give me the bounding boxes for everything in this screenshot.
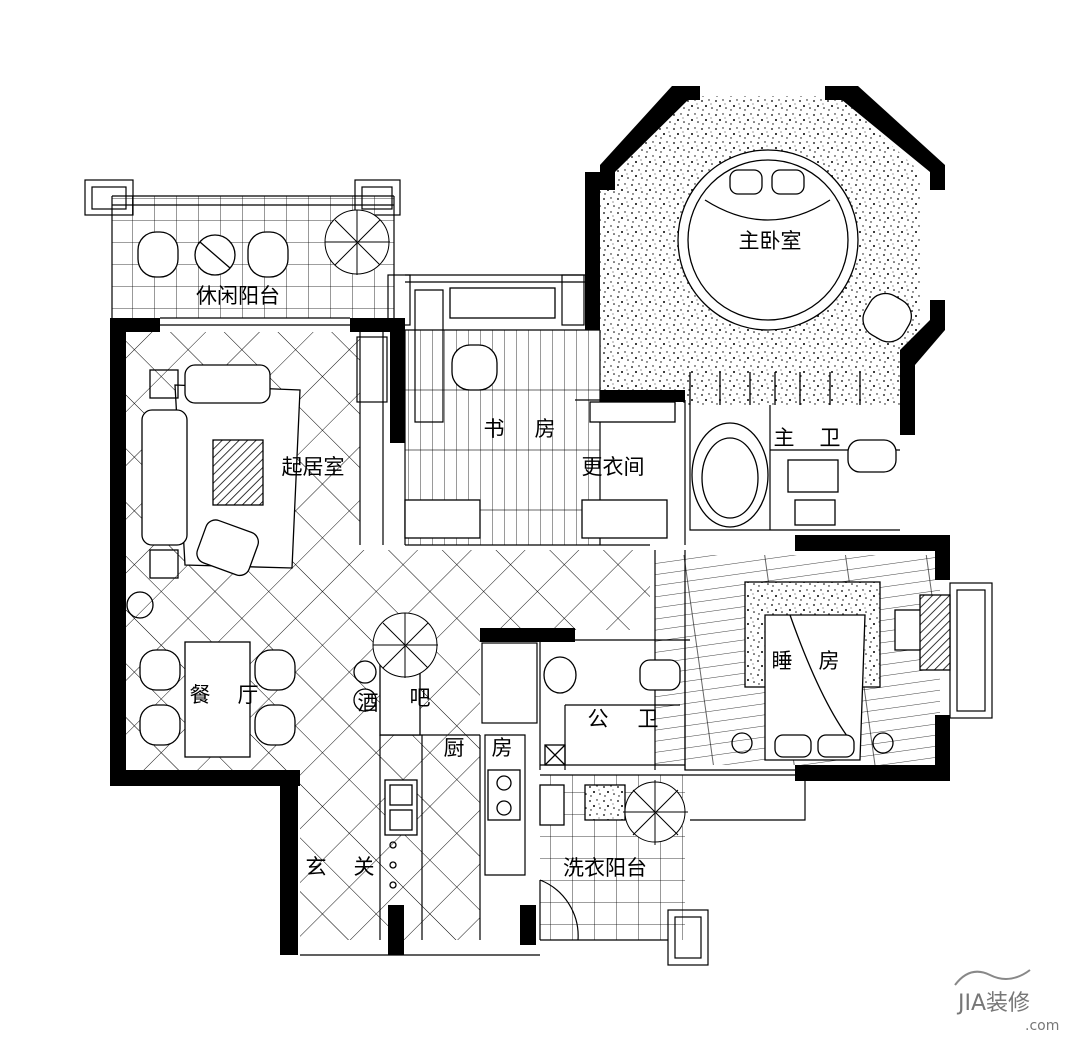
watermark-domain: .com [1025, 1018, 1059, 1034]
label-kitchen-2: 房 [492, 736, 513, 760]
label-walkin-closet: 更衣间 [582, 455, 645, 479]
label-leisure-balcony: 休闲阳台 [196, 284, 280, 308]
study-furniture [404, 287, 676, 539]
furniture [126, 149, 951, 889]
watermark-logo: JIA装修 .com [954, 969, 1059, 1034]
label-master-bedroom: 主卧室 [739, 229, 802, 253]
label-dining-2: 厅 [238, 683, 259, 707]
master-bed [677, 149, 912, 405]
label-living-room: 起居室 [282, 455, 345, 479]
room-labels: 主卧室 休闲阳台 书 房 起居室 更衣间 主 卫 睡 房 餐 厅 酒 吧 公 卫… [190, 229, 841, 880]
label-foyer-2: 关 [354, 855, 375, 879]
label-foyer-1: 玄 [306, 855, 327, 879]
label-bedroom-2: 房 [819, 649, 840, 673]
label-bedroom-1: 睡 [772, 649, 793, 673]
label-public-bath-1: 公 [588, 707, 609, 731]
laundry-fixtures [539, 784, 626, 826]
label-master-bath-1: 主 [774, 426, 795, 450]
label-master-bath-2: 卫 [820, 426, 841, 450]
sofa-set [126, 364, 301, 619]
label-public-bath-2: 卫 [638, 707, 659, 731]
bedroom-bed [731, 581, 951, 761]
master-bath-fixtures [691, 422, 897, 528]
public-bath-fixtures [543, 656, 681, 766]
walls [110, 86, 950, 955]
dining-set [139, 641, 296, 758]
label-kitchen-1: 厨 [444, 736, 465, 760]
label-bar-2: 吧 [410, 686, 431, 710]
kitchen-fixtures [384, 769, 521, 889]
label-laundry-balcony: 洗衣阳台 [563, 856, 647, 880]
balcony-set [137, 231, 289, 278]
label-study-2: 房 [535, 417, 556, 441]
watermark-logo-text: JIA装修 [956, 991, 1030, 1016]
label-dining-1: 餐 [190, 683, 211, 707]
label-bar-1: 酒 [358, 691, 379, 715]
plant-icon [324, 209, 688, 845]
partitions [84, 179, 993, 966]
label-study-1: 书 [484, 417, 505, 441]
